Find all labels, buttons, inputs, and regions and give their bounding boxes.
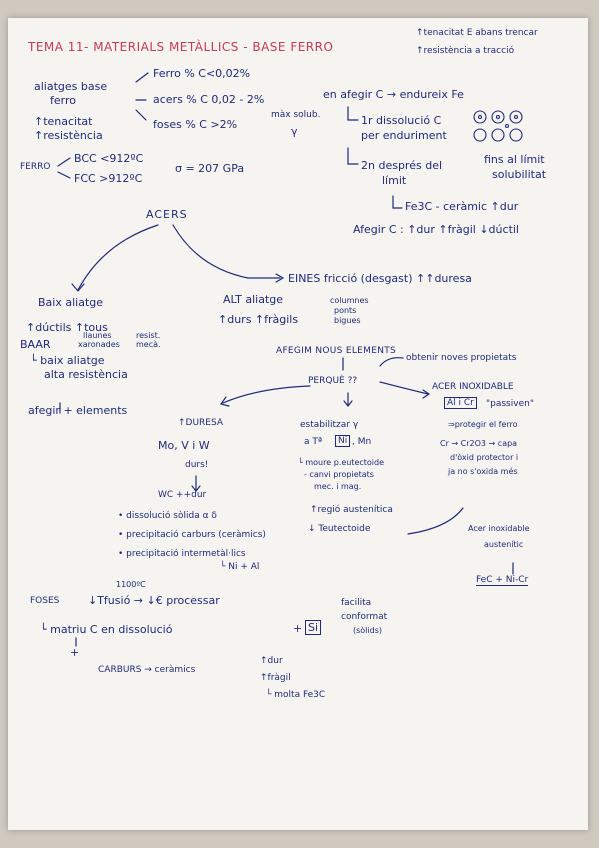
baix-xaronades: xaronades	[78, 340, 120, 349]
estab-canvi: - canvi propietats	[304, 470, 374, 479]
afegir-elements: afegir + elements	[28, 404, 128, 417]
inox-alcr: Al i Cr	[444, 397, 477, 409]
ferro-modulus: σ = 207 GPa	[175, 162, 245, 175]
inox-cr-1: Cr → Cr2O3 → capa	[440, 439, 518, 448]
duresa-wc: WC ++dur	[158, 490, 207, 500]
baar-label: BAAR	[20, 338, 51, 351]
fins-al-limit: fins al límit	[484, 153, 545, 166]
foses-props-2: ↑fràgil	[260, 673, 291, 683]
foses-props-1: ↑dur	[260, 656, 283, 666]
foses-matriu: └ matriu C en dissolució	[40, 623, 173, 636]
page-title: TEMA 11- MATERIALS METÀLLICS - BASE FERR…	[28, 40, 334, 54]
afegir-c-efectes: Afegir C : ↑dur ↑fràgil ↓dúctil	[353, 223, 519, 236]
mechanism-2: • precipitació carburs (ceràmics)	[118, 530, 266, 540]
ferro-fcc: FCC >912ºC	[74, 172, 143, 185]
foses-tfusio: ↓Tfusió → ↓€ processar	[88, 594, 220, 607]
inox-label: ACER INOXIDABLE	[432, 382, 514, 392]
foses-facilita: facilita	[341, 598, 372, 608]
foses-t-small: 1100ºC	[116, 580, 146, 589]
estabilitzar-a: a Tª	[304, 437, 323, 447]
foses-props-3: └ molta Fe3C	[266, 690, 326, 700]
afegir-c-despres: 2n després del	[361, 159, 443, 172]
aliatges-resistencia: ↑resistència	[34, 129, 103, 142]
inox-cr-3: ja no s'oxida més	[448, 467, 518, 476]
alt-ponts: ponts	[334, 306, 357, 315]
duresa-durs: durs!	[185, 460, 209, 470]
baix-aliatge-label: Baix aliatge	[38, 296, 104, 309]
estabilitzar-mn: , Mn	[352, 437, 372, 447]
foses-label: FOSES	[30, 596, 60, 606]
ferro-carbon-range: Ferro % C<0,02%	[153, 67, 251, 80]
foses-si: Si	[305, 620, 322, 635]
foses-solids: (sòlids)	[353, 626, 382, 635]
max-solubilitat: màx solub.	[271, 110, 321, 120]
baix-meca: mecà.	[136, 340, 161, 349]
foses-carbon-range: foses % C >2%	[153, 118, 238, 131]
aliatges-heading: aliatges base	[34, 80, 108, 93]
foses-conformat: conformat	[341, 612, 388, 622]
inox-passiven: "passiven"	[486, 399, 534, 409]
estabilitzar-ni: Ni	[335, 435, 351, 447]
aliatges-heading-ferro: ferro	[50, 94, 76, 107]
alt-columnes: columnes	[330, 296, 369, 305]
header-note-resistencia: ↑resistència a tracció	[416, 46, 515, 56]
foses-carburs: CARBURS → ceràmics	[98, 665, 196, 675]
baar-desc-1: └ baix aliatge	[30, 354, 105, 367]
connector-lines	[57, 72, 514, 647]
foses-plus: +	[70, 646, 80, 659]
foses-si-plus: +	[293, 622, 303, 635]
alt-aliatge-props: ↑durs ↑fràgils	[218, 313, 299, 326]
ferro-bcc: BCC <912ºC	[74, 152, 144, 165]
austenitic-formula: FeC + Ni-Cr	[476, 575, 529, 586]
baix-llaunes: llaunes	[83, 331, 112, 340]
aliatges-tenacitat: ↑tenacitat	[34, 115, 93, 128]
afegir-c-main: en afegir C → endureix Fe	[323, 88, 464, 101]
duresa-elements: Mo, V i W	[158, 439, 210, 452]
acers-eines: EINES fricció (desgast) ↑↑duresa	[288, 272, 472, 285]
inox-cr-2: d'òxid protector i	[450, 453, 519, 462]
austenitic-1: Acer inoxidable	[468, 524, 530, 533]
alt-bigues: bigues	[334, 316, 361, 325]
acers-label: ACERS	[146, 208, 188, 221]
teutectoide: ↓ Teutectoide	[308, 524, 371, 534]
acers-carbon-range: acers % C 0,02 - 2%	[153, 93, 265, 106]
mechanism-3-sub: └ Ni + Al	[220, 562, 260, 572]
austenitic-2: austenític	[484, 540, 524, 549]
header-note-tenacitat: ↑tenacitat E abans trencar	[416, 28, 538, 38]
mechanism-1: • dissolució sòlida α δ	[118, 511, 217, 521]
atom-structure-icon	[473, 110, 523, 142]
baix-resist: resist.	[136, 331, 161, 340]
perque-label: PERQUÈ ??	[308, 376, 358, 386]
ferro-label: FERRO	[20, 162, 51, 172]
estab-mec: mec. i mag.	[314, 482, 362, 491]
baar-desc-2: alta resistència	[44, 368, 128, 381]
inox-protegir: ⇒protegir el ferro	[448, 420, 518, 429]
afegim-header: AFEGIM NOUS ELEMENTS	[276, 346, 397, 356]
alt-aliatge-label: ALT aliatge	[223, 293, 284, 306]
estab-moure: └ moure p.eutectoide	[298, 458, 385, 467]
solubilitat: solubilitat	[492, 168, 547, 181]
fe3c-ceramic: Fe3C - ceràmic ↑dur	[405, 200, 519, 213]
gamma-symbol: γ	[291, 125, 298, 138]
afegir-c-dissolucio: 1r dissolució C	[361, 114, 442, 127]
notebook-page: TEMA 11- MATERIALS METÀLLICS - BASE FERR…	[8, 18, 588, 830]
afegir-c-limit: límit	[382, 174, 407, 187]
estabilitzar-label: estabilitzar γ	[300, 420, 359, 430]
obtenir-propietats: obtenir noves propietats	[406, 353, 517, 363]
mechanism-3: • precipitació intermetàl·lics	[118, 549, 246, 559]
baix-aliatge-props: ↑dúctils ↑tous	[26, 321, 108, 334]
duresa-label: ↑DURESA	[178, 418, 224, 428]
afegir-c-enduriment: per enduriment	[361, 129, 447, 142]
regio-austenitica: ↑regió austenítica	[310, 505, 393, 515]
